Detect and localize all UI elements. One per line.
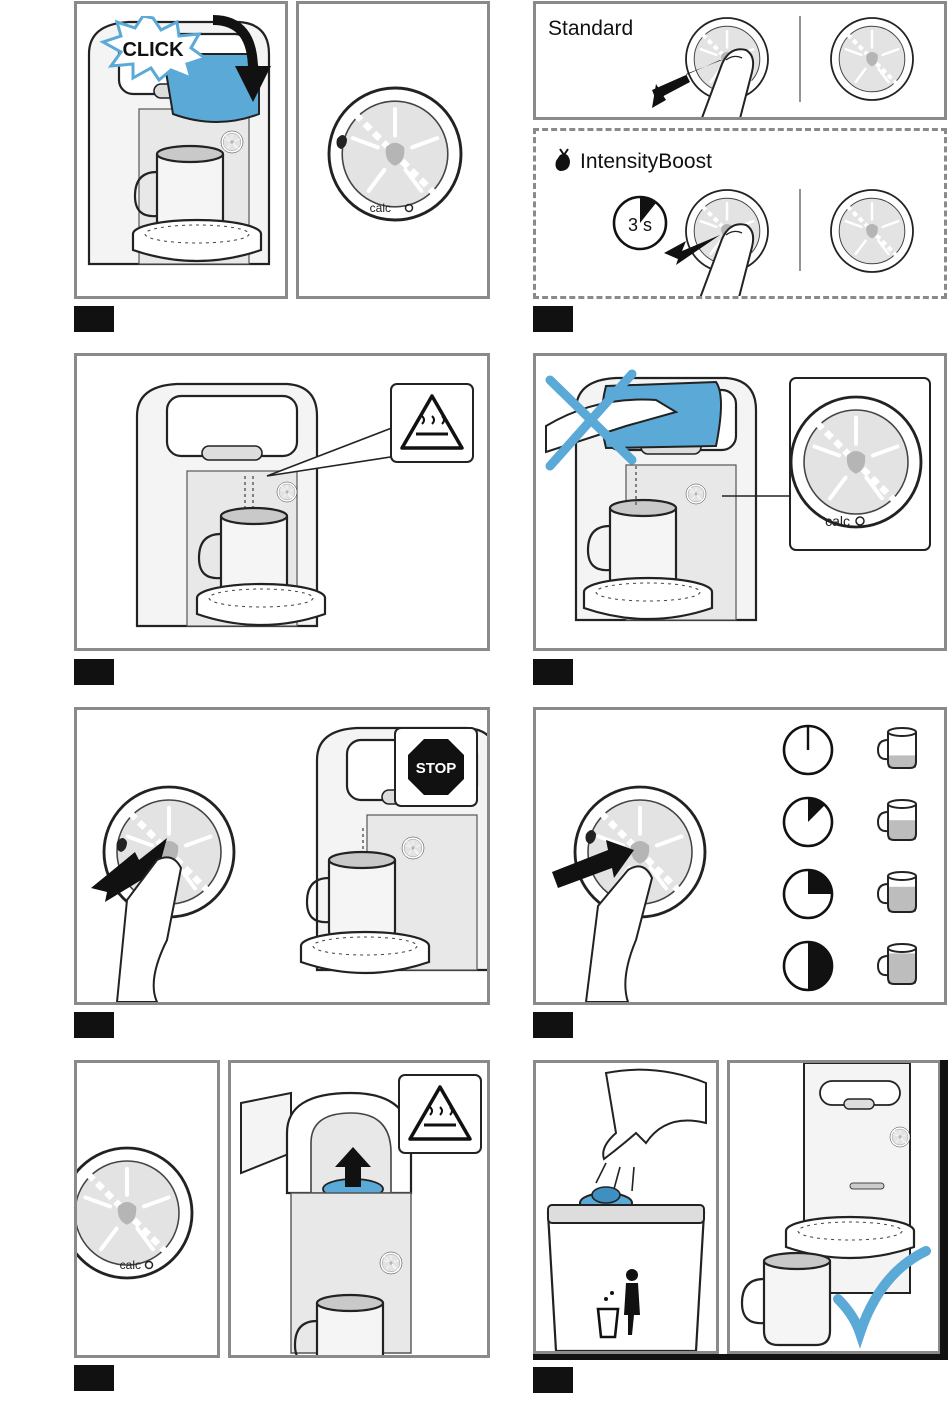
down-arrow-icon	[207, 10, 277, 110]
step4-panel: calc	[533, 353, 947, 651]
cup-icon	[878, 800, 916, 840]
stop-label: STOP	[416, 760, 457, 777]
step8-edge-bar	[940, 1060, 948, 1358]
timer-icon	[784, 798, 832, 846]
step2-standard-panel: Standard	[533, 1, 947, 120]
step8-panel-dispose	[533, 1060, 719, 1354]
step8-panel-done	[727, 1060, 941, 1354]
timer-icon	[784, 726, 832, 774]
calc-label: calc	[370, 201, 391, 215]
step7-panel-machine	[228, 1060, 490, 1358]
step1-panel-dial: calc	[296, 1, 490, 299]
step8-bottom-bar	[533, 1354, 948, 1360]
calc-label: calc	[120, 1258, 141, 1272]
click-starburst-icon: CLICK	[99, 16, 207, 82]
step3-panel	[74, 353, 490, 651]
click-label: CLICK	[122, 39, 184, 61]
timer-icon	[784, 942, 832, 990]
cup-icon	[878, 728, 916, 768]
cup-icon	[878, 944, 916, 984]
step2-intensity-panel: IntensityBoost 3 s	[533, 128, 947, 299]
step3-tag	[74, 659, 114, 685]
step5-panel: STOP	[74, 707, 490, 1005]
step7-panel-dial: calc	[74, 1060, 220, 1358]
cup-icon	[878, 872, 916, 912]
step4-tag	[533, 659, 573, 685]
step1-tag	[74, 306, 114, 332]
step6-panel	[533, 707, 947, 1005]
step6-tag	[533, 1012, 573, 1038]
timer-label: 3 s	[628, 215, 652, 236]
calc-label: calc	[825, 513, 850, 529]
step2-tag	[533, 306, 573, 332]
step8-tag	[533, 1367, 573, 1393]
step7-tag	[74, 1365, 114, 1391]
step5-tag	[74, 1012, 114, 1038]
stop-sign-icon: STOP	[408, 739, 464, 795]
timer-icon	[784, 870, 832, 918]
step1-panel-machine: CLICK	[74, 1, 288, 299]
